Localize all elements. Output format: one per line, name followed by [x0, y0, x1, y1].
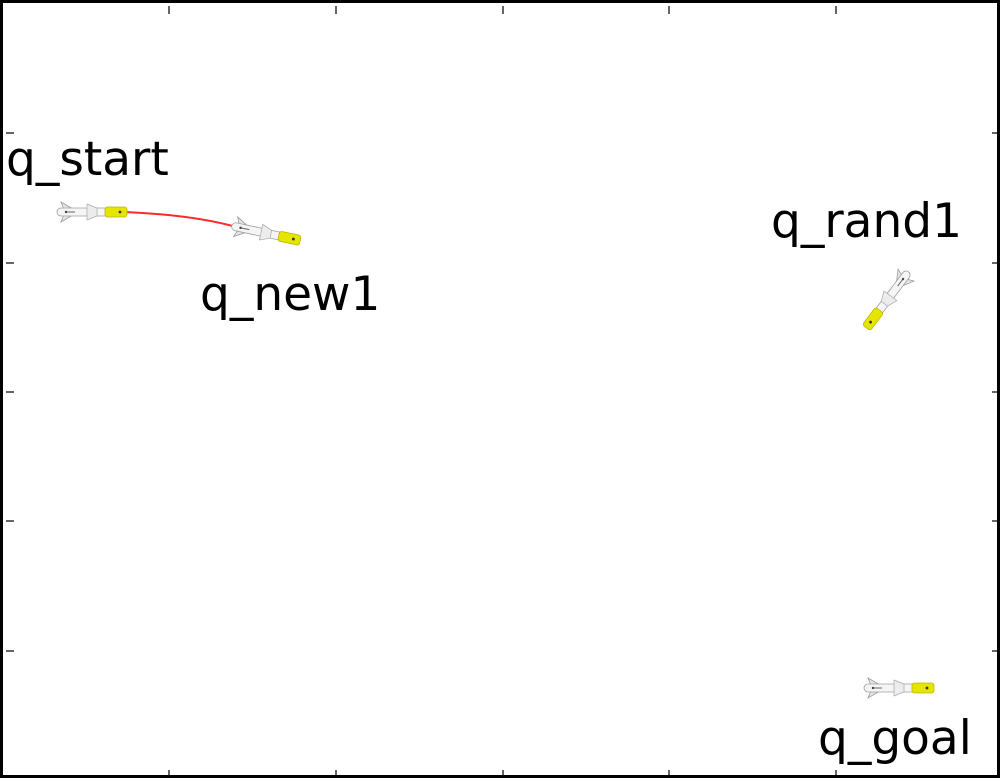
axis-ticks [6, 6, 1000, 778]
configuration-space [6, 6, 1000, 778]
label-q-goal: q_goal [818, 711, 972, 766]
vehicle-rand1-icon [857, 265, 917, 335]
vehicle-new1-icon [229, 215, 303, 251]
label-q-rand1: q_rand1 [771, 194, 962, 249]
label-q-new1: q_new1 [200, 267, 381, 322]
vehicle-start-icon [56, 201, 128, 223]
vehicle-goal-icon [863, 677, 935, 699]
label-q-start: q_start [6, 132, 169, 187]
tree-edge [122, 211, 244, 230]
